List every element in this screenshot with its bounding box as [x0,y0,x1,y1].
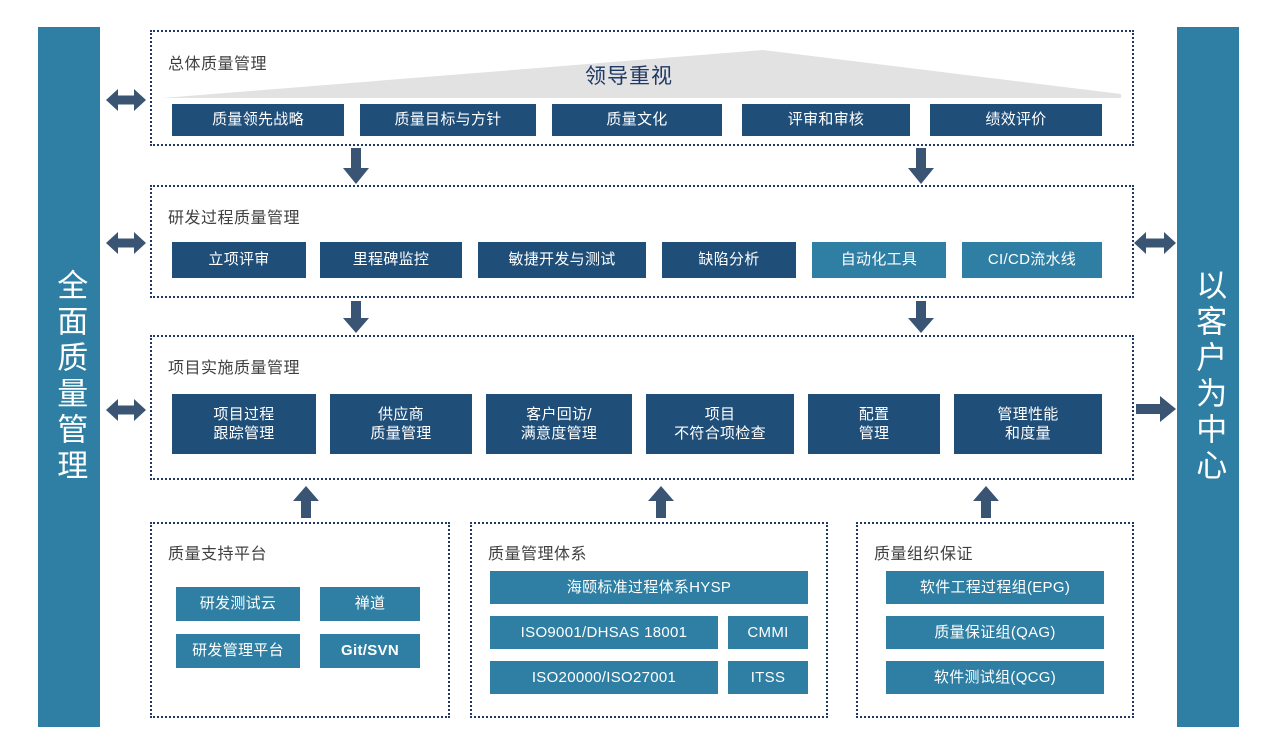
left-arrow-rd-process [106,229,146,257]
chip-qag-group[interactable]: 质量保证组(QAG) [886,616,1104,649]
chip-management-performance-metrics[interactable]: 管理性能 和度量 [954,394,1102,454]
chip-agile-development-testing[interactable]: 敏捷开发与测试 [478,242,646,278]
chip-cmmi[interactable]: CMMI [728,616,808,649]
chip-configuration-management[interactable]: 配置 管理 [808,394,940,454]
chip-review-and-audit[interactable]: 评审和审核 [742,104,910,136]
chip-project-initiation-review[interactable]: 立项评审 [172,242,306,278]
chip-automation-tools[interactable]: 自动化工具 [812,242,946,278]
down-arrow-rd-to-project-left [343,301,369,333]
up-arrow-system-to-project [648,486,674,518]
chip-project-nonconformity-check[interactable]: 项目 不符合项检查 [646,394,794,454]
chip-project-process-tracking[interactable]: 项目过程 跟踪管理 [172,394,316,454]
chip-customer-revisit-satisfaction[interactable]: 客户回访/ 满意度管理 [486,394,632,454]
panel-title-quality-support-platform: 质量支持平台 [168,546,268,563]
chip-quality-goals-policy[interactable]: 质量目标与方针 [360,104,536,136]
up-arrow-organization-to-project [973,486,999,518]
left-pillar-label: 全面质量管理 [52,269,88,485]
right-arrow-rd-process [1134,229,1176,257]
chip-hysp-standard-process-system[interactable]: 海颐标准过程体系HYSP [490,571,808,604]
panel-rd-process-quality-management: 研发过程质量管理 [150,185,1134,298]
leadership-triangle-banner [163,50,1121,98]
chip-defect-analysis[interactable]: 缺陷分析 [662,242,796,278]
panel-title-quality-management-system: 质量管理体系 [488,546,588,563]
left-arrow-overall [106,86,146,114]
left-pillar: 全面质量管理 [38,27,100,727]
left-arrow-project [106,396,146,424]
chip-iso9001-dhsas18001[interactable]: ISO9001/DHSAS 18001 [490,616,718,649]
chip-cicd-pipeline[interactable]: CI/CD流水线 [962,242,1102,278]
panel-title-quality-organization-assurance: 质量组织保证 [874,546,974,563]
down-arrow-rd-to-project-right [908,301,934,333]
panel-title-project-implementation: 项目实施质量管理 [168,360,301,377]
chip-epg-group[interactable]: 软件工程过程组(EPG) [886,571,1104,604]
leadership-banner-label: 领导重视 [585,65,673,88]
chip-performance-evaluation[interactable]: 绩效评价 [930,104,1102,136]
down-arrow-overall-to-rd-right [908,148,934,184]
chip-rd-management-platform[interactable]: 研发管理平台 [176,634,300,668]
chip-iso20000-iso27001[interactable]: ISO20000/ISO27001 [490,661,718,694]
down-arrow-overall-to-rd-left [343,148,369,184]
chip-rd-test-cloud[interactable]: 研发测试云 [176,587,300,621]
up-arrow-support-to-project [293,486,319,518]
right-pillar-label: 以客户为中心 [1191,269,1227,485]
chip-zentao[interactable]: 禅道 [320,587,420,621]
panel-title-rd-process: 研发过程质量管理 [168,210,301,227]
chip-qcg-group[interactable]: 软件测试组(QCG) [886,661,1104,694]
chip-milestone-monitoring[interactable]: 里程碑监控 [320,242,462,278]
right-pillar: 以客户为中心 [1177,27,1239,727]
chip-itss[interactable]: ITSS [728,661,808,694]
panel-title-overall: 总体质量管理 [168,56,268,73]
chip-supplier-quality-management[interactable]: 供应商 质量管理 [330,394,472,454]
chip-git-svn[interactable]: Git/SVN [320,634,420,668]
right-arrow-project [1136,396,1176,422]
chip-quality-leading-strategy[interactable]: 质量领先战略 [172,104,344,136]
chip-quality-culture[interactable]: 质量文化 [552,104,722,136]
